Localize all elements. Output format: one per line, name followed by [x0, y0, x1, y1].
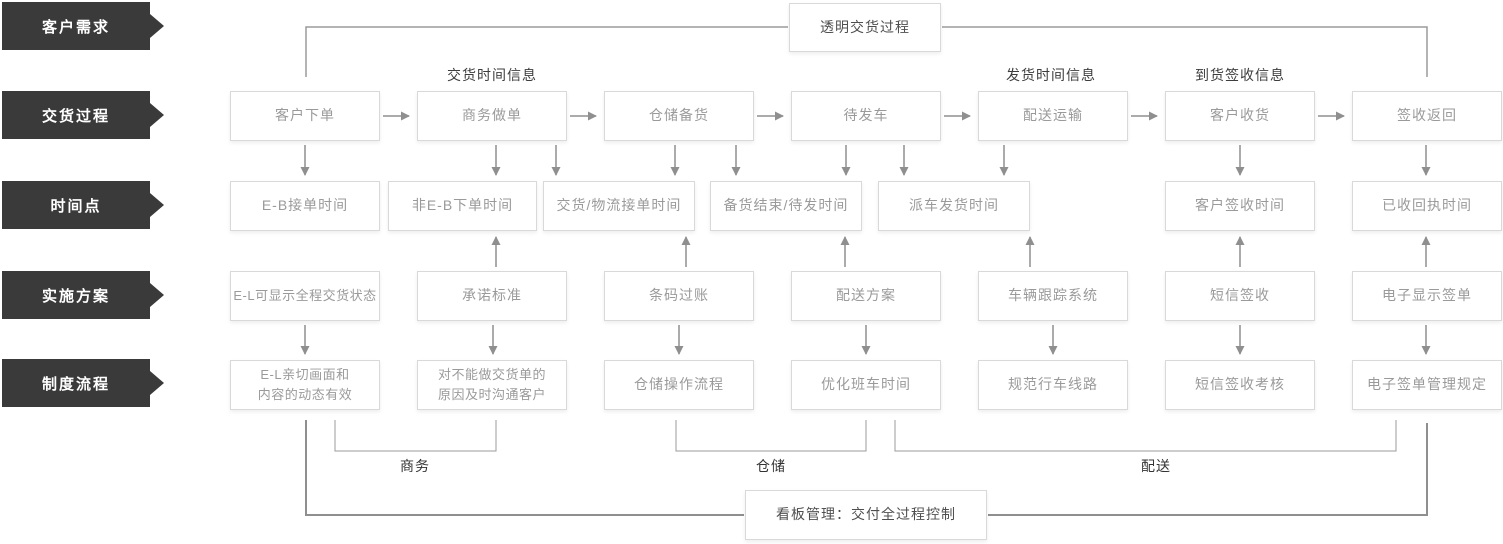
- policy-box-route-standard: 规范行车线路: [978, 360, 1128, 410]
- process-box-business-order: 商务做单: [417, 91, 567, 141]
- section-label-delivery-time-info: 交货时间信息: [447, 67, 537, 83]
- kanban-connector-lines: [305, 420, 1428, 516]
- group-label-distribution: 配送: [1141, 458, 1171, 474]
- process-box-await-dispatch: 待发车: [791, 91, 941, 141]
- solution-to-time-arrows: [491, 236, 1431, 267]
- solution-box-vehicle-tracking: 车辆跟踪系统: [978, 271, 1128, 321]
- time-box-receipt-received-time: 已收回执时间: [1352, 181, 1502, 231]
- section-label-ship-time-info: 发货时间信息: [1006, 67, 1096, 83]
- process-to-time-arrows: [300, 145, 1431, 176]
- time-box-prepare-end-time: 备货结束/待发时间: [710, 181, 862, 231]
- solution-to-policy-arrows: [300, 325, 1431, 355]
- banner-label: 时间点: [50, 197, 102, 215]
- process-box-delivery-transport: 配送运输: [978, 91, 1128, 141]
- section-label-arrival-sign-info: 到货签收信息: [1195, 67, 1285, 83]
- process-box-warehouse-prepare: 仓储备货: [604, 91, 754, 141]
- solution-box-commitment-standard: 承诺标准: [417, 271, 567, 321]
- policy-box-el-dynamic-content: E-L亲切画面和 内容的动态有效: [230, 360, 380, 410]
- time-box-dispatch-time: 派车发货时间: [878, 181, 1030, 231]
- policy-box-warehouse-sop: 仓储操作流程: [604, 360, 754, 410]
- policy-box-customer-communication: 对不能做交货单的 原因及时沟通客户: [417, 360, 567, 410]
- top-connector-line: [305, 26, 1428, 77]
- policy-box-shuttle-optimization: 优化班车时间: [791, 360, 941, 410]
- row-banner-time-points: 时间点: [2, 181, 150, 229]
- kanban-management-box: 看板管理：交付全过程控制: [745, 490, 987, 540]
- row-banner-customer-demand: 客户需求: [2, 2, 150, 50]
- group-brackets: [334, 420, 1397, 452]
- solution-box-el-status-display: E-L可显示全程交货状态: [230, 271, 380, 321]
- process-box-customer-receive: 客户收货: [1165, 91, 1315, 141]
- row-banner-delivery-process: 交货过程: [2, 91, 150, 139]
- time-box-eb-order-time: E-B接单时间: [230, 181, 380, 231]
- time-box-non-eb-order-time: 非E-B下单时间: [388, 181, 537, 231]
- group-label-business: 商务: [400, 458, 430, 474]
- group-label-warehouse: 仓储: [756, 458, 786, 474]
- process-box-sign-return: 签收返回: [1352, 91, 1502, 141]
- banner-label: 实施方案: [41, 287, 110, 305]
- time-box-customer-sign-time: 客户签收时间: [1165, 181, 1315, 231]
- row-banner-implementation-plan: 实施方案: [2, 271, 150, 319]
- policy-box-sms-sign-assessment: 短信签收考核: [1165, 360, 1315, 410]
- solution-box-delivery-plan: 配送方案: [791, 271, 941, 321]
- transparent-delivery-box: 透明交货过程: [789, 3, 941, 52]
- banner-label: 客户需求: [41, 18, 110, 36]
- policy-box-e-sign-regulation: 电子签单管理规定: [1352, 360, 1502, 410]
- process-box-customer-order: 客户下单: [230, 91, 380, 141]
- row-banner-policy-process: 制度流程: [2, 359, 150, 407]
- solution-box-e-display-sign: 电子显示签单: [1352, 271, 1502, 321]
- time-box-delivery-logistics-time: 交货/物流接单时间: [543, 181, 695, 231]
- banner-label: 制度流程: [41, 375, 110, 393]
- banner-label: 交货过程: [41, 107, 110, 125]
- solution-box-barcode-posting: 条码过账: [604, 271, 754, 321]
- solution-box-sms-sign: 短信签收: [1165, 271, 1315, 321]
